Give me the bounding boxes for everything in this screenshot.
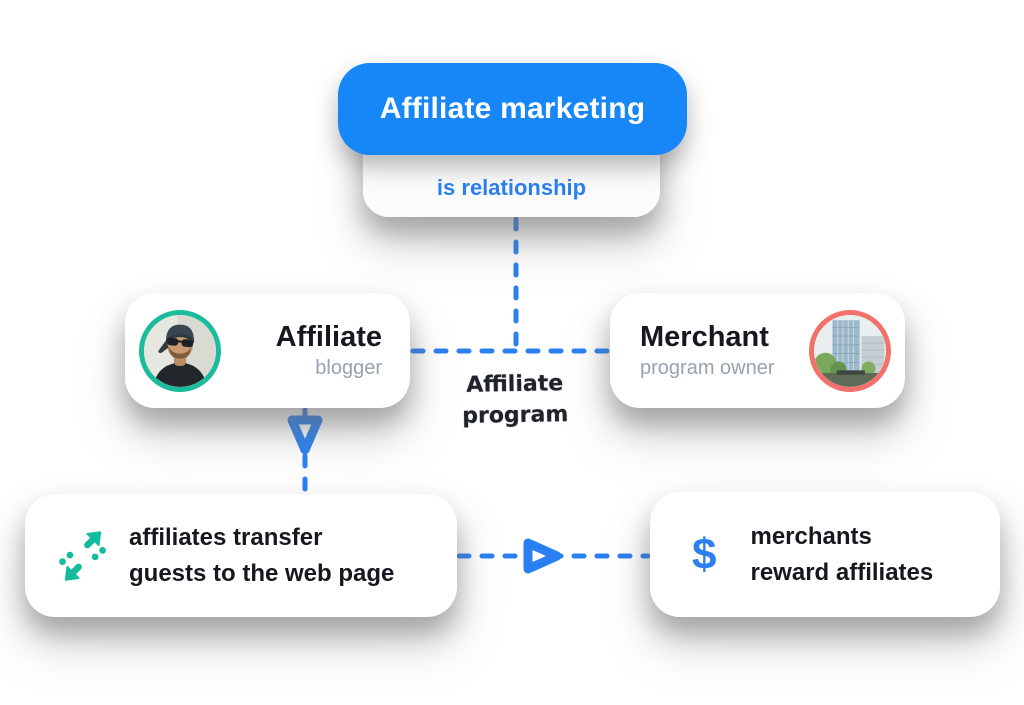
reward-text-line2: reward affiliates [750, 558, 934, 586]
affiliate-card: Affiliate blogger [125, 293, 410, 408]
merchant-card: Merchant program owner [610, 293, 905, 408]
merchant-subtitle: program owner [640, 357, 775, 379]
man-avatar-image [144, 314, 216, 387]
transfer-arrows-icon [55, 528, 111, 584]
merchant-title: Merchant [640, 321, 769, 353]
merchant-avatar [809, 309, 891, 392]
down-arrow-icon [287, 415, 323, 455]
affiliate-program-label: Affiliate program [462, 371, 569, 429]
right-arrow-icon [523, 538, 562, 574]
transfer-card: affiliates transfer guests to the web pa… [25, 494, 457, 617]
dollar-icon: $ [692, 529, 717, 579]
reward-card: $ merchants reward affiliates [650, 492, 1000, 617]
affiliate-marketing-node: Affiliate marketing [338, 63, 687, 155]
affiliate-marketing-label: Affiliate marketing [379, 92, 646, 125]
affiliate-avatar [139, 309, 221, 392]
affiliate-title: Affiliate [275, 321, 382, 353]
reward-text-line1: merchants [750, 522, 872, 550]
transfer-text-line1: affiliates transfer [129, 523, 323, 551]
relationship-node-label: is relationship [436, 175, 587, 200]
building-avatar-image [814, 314, 886, 387]
affiliate-subtitle: blogger [315, 357, 382, 379]
transfer-text-line2: guests to the web page [129, 559, 395, 587]
